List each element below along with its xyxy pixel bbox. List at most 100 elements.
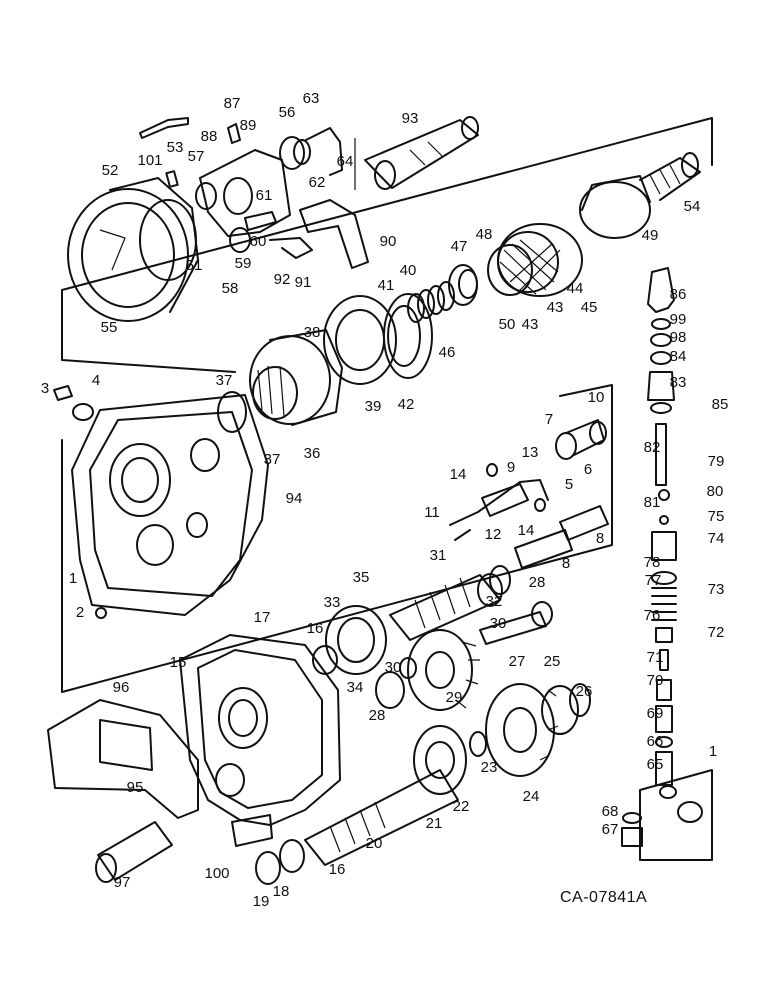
- callout-c47: 47: [451, 238, 468, 255]
- callout-c16b: 16: [329, 861, 346, 878]
- callout-c97: 97: [114, 874, 131, 891]
- callout-c96: 96: [113, 679, 130, 696]
- callout-c27: 27: [509, 653, 526, 670]
- callout-c46: 46: [439, 344, 456, 361]
- callout-c100: 100: [204, 865, 229, 882]
- callout-c50: 50: [499, 316, 516, 333]
- main-shaft-20: [255, 725, 487, 885]
- callout-c67: 67: [602, 821, 619, 838]
- callout-c19: 19: [253, 893, 270, 910]
- callout-c28a: 28: [529, 574, 546, 591]
- callout-c84: 84: [670, 348, 687, 365]
- callout-c20: 20: [366, 835, 383, 852]
- callout-c33: 33: [324, 594, 341, 611]
- callout-c52: 52: [102, 162, 119, 179]
- clutch-drum-assembly: [487, 152, 701, 297]
- callout-c41: 41: [378, 277, 395, 294]
- callout-c42: 42: [398, 396, 415, 413]
- callout-c82: 82: [644, 439, 661, 456]
- callout-c48: 48: [476, 226, 493, 243]
- drive-shaft-93: [364, 116, 479, 190]
- callout-c5: 5: [565, 476, 573, 493]
- callout-c11: 11: [424, 504, 440, 521]
- callout-c44: 44: [567, 280, 584, 297]
- callout-c90: 90: [380, 233, 397, 250]
- callout-c77: 77: [645, 572, 662, 589]
- pump-body: [139, 117, 343, 237]
- clutch-plates-and-spring: [323, 264, 478, 385]
- front-housing-94: [53, 385, 269, 619]
- callout-c71: 71: [647, 649, 664, 666]
- callout-c14a: 14: [450, 466, 467, 483]
- callout-c51: 51: [186, 257, 203, 274]
- callout-c92: 92: [274, 271, 291, 288]
- callout-c7: 7: [545, 411, 553, 428]
- callout-c8b: 8: [562, 555, 570, 572]
- callout-c40: 40: [400, 262, 417, 279]
- callout-c10: 10: [588, 389, 605, 406]
- gear-cluster-24: [485, 683, 591, 777]
- input-shaft-31: [312, 565, 511, 675]
- callout-c95: 95: [127, 779, 144, 796]
- callout-c43b: 43: [522, 316, 539, 333]
- callout-c1a: 1: [69, 570, 77, 587]
- regulator-valve-stack: [647, 267, 677, 786]
- callout-c76: 76: [644, 607, 661, 624]
- callout-c38: 38: [304, 324, 321, 341]
- callout-c3: 3: [41, 380, 49, 397]
- callout-c22: 22: [453, 798, 470, 815]
- callout-c23: 23: [481, 759, 498, 776]
- callout-c17: 17: [254, 609, 271, 626]
- callout-c1b: 1: [709, 743, 717, 760]
- valve-group: [449, 419, 609, 569]
- assembly-boundary-lines: [61, 117, 713, 693]
- callout-c63: 63: [303, 90, 320, 107]
- callout-c87: 87: [224, 95, 241, 112]
- callout-c12: 12: [485, 526, 502, 543]
- callout-c37a: 37: [216, 372, 233, 389]
- pto-shield: [47, 699, 199, 883]
- callout-c25: 25: [544, 653, 561, 670]
- callout-c29: 29: [446, 689, 463, 706]
- callout-c74: 74: [708, 530, 725, 547]
- callout-c37b: 37: [264, 451, 281, 468]
- callout-c81: 81: [644, 494, 661, 511]
- callout-c65: 65: [647, 756, 664, 773]
- callout-c49: 49: [642, 227, 659, 244]
- main-housing-corner: [621, 769, 713, 861]
- callout-c13: 13: [522, 444, 539, 461]
- callout-c54: 54: [684, 198, 701, 215]
- callout-c85: 85: [712, 396, 729, 413]
- callout-c8a: 8: [596, 530, 604, 547]
- callout-c30a: 30: [490, 615, 507, 632]
- callout-c56: 56: [279, 104, 296, 121]
- callout-c21: 21: [426, 815, 443, 832]
- callout-c72: 72: [708, 624, 725, 641]
- callout-c83: 83: [670, 374, 687, 391]
- callout-c31: 31: [430, 547, 447, 564]
- callout-c34: 34: [347, 679, 364, 696]
- callout-c35: 35: [353, 569, 370, 586]
- callout-c93: 93: [402, 110, 419, 127]
- callout-c99: 99: [670, 311, 687, 328]
- callout-c6: 6: [584, 461, 592, 478]
- callout-c39: 39: [365, 398, 382, 415]
- callout-c2: 2: [76, 604, 84, 621]
- catalog-number: CA-07841A: [560, 889, 647, 906]
- rear-housing-15: [179, 634, 341, 847]
- callout-c75: 75: [708, 508, 725, 525]
- callout-c43a: 43: [547, 299, 564, 316]
- callout-c78: 78: [644, 554, 661, 571]
- callout-c68: 68: [602, 803, 619, 820]
- callout-c9: 9: [507, 459, 515, 476]
- callout-c26: 26: [576, 683, 593, 700]
- callout-c91: 91: [295, 274, 312, 291]
- callout-c70: 70: [647, 672, 664, 689]
- callout-c62: 62: [309, 174, 326, 191]
- callout-c32: 32: [486, 593, 503, 610]
- callout-c61: 61: [256, 187, 273, 204]
- callout-c24: 24: [523, 788, 540, 805]
- callout-c30b: 30: [385, 659, 402, 676]
